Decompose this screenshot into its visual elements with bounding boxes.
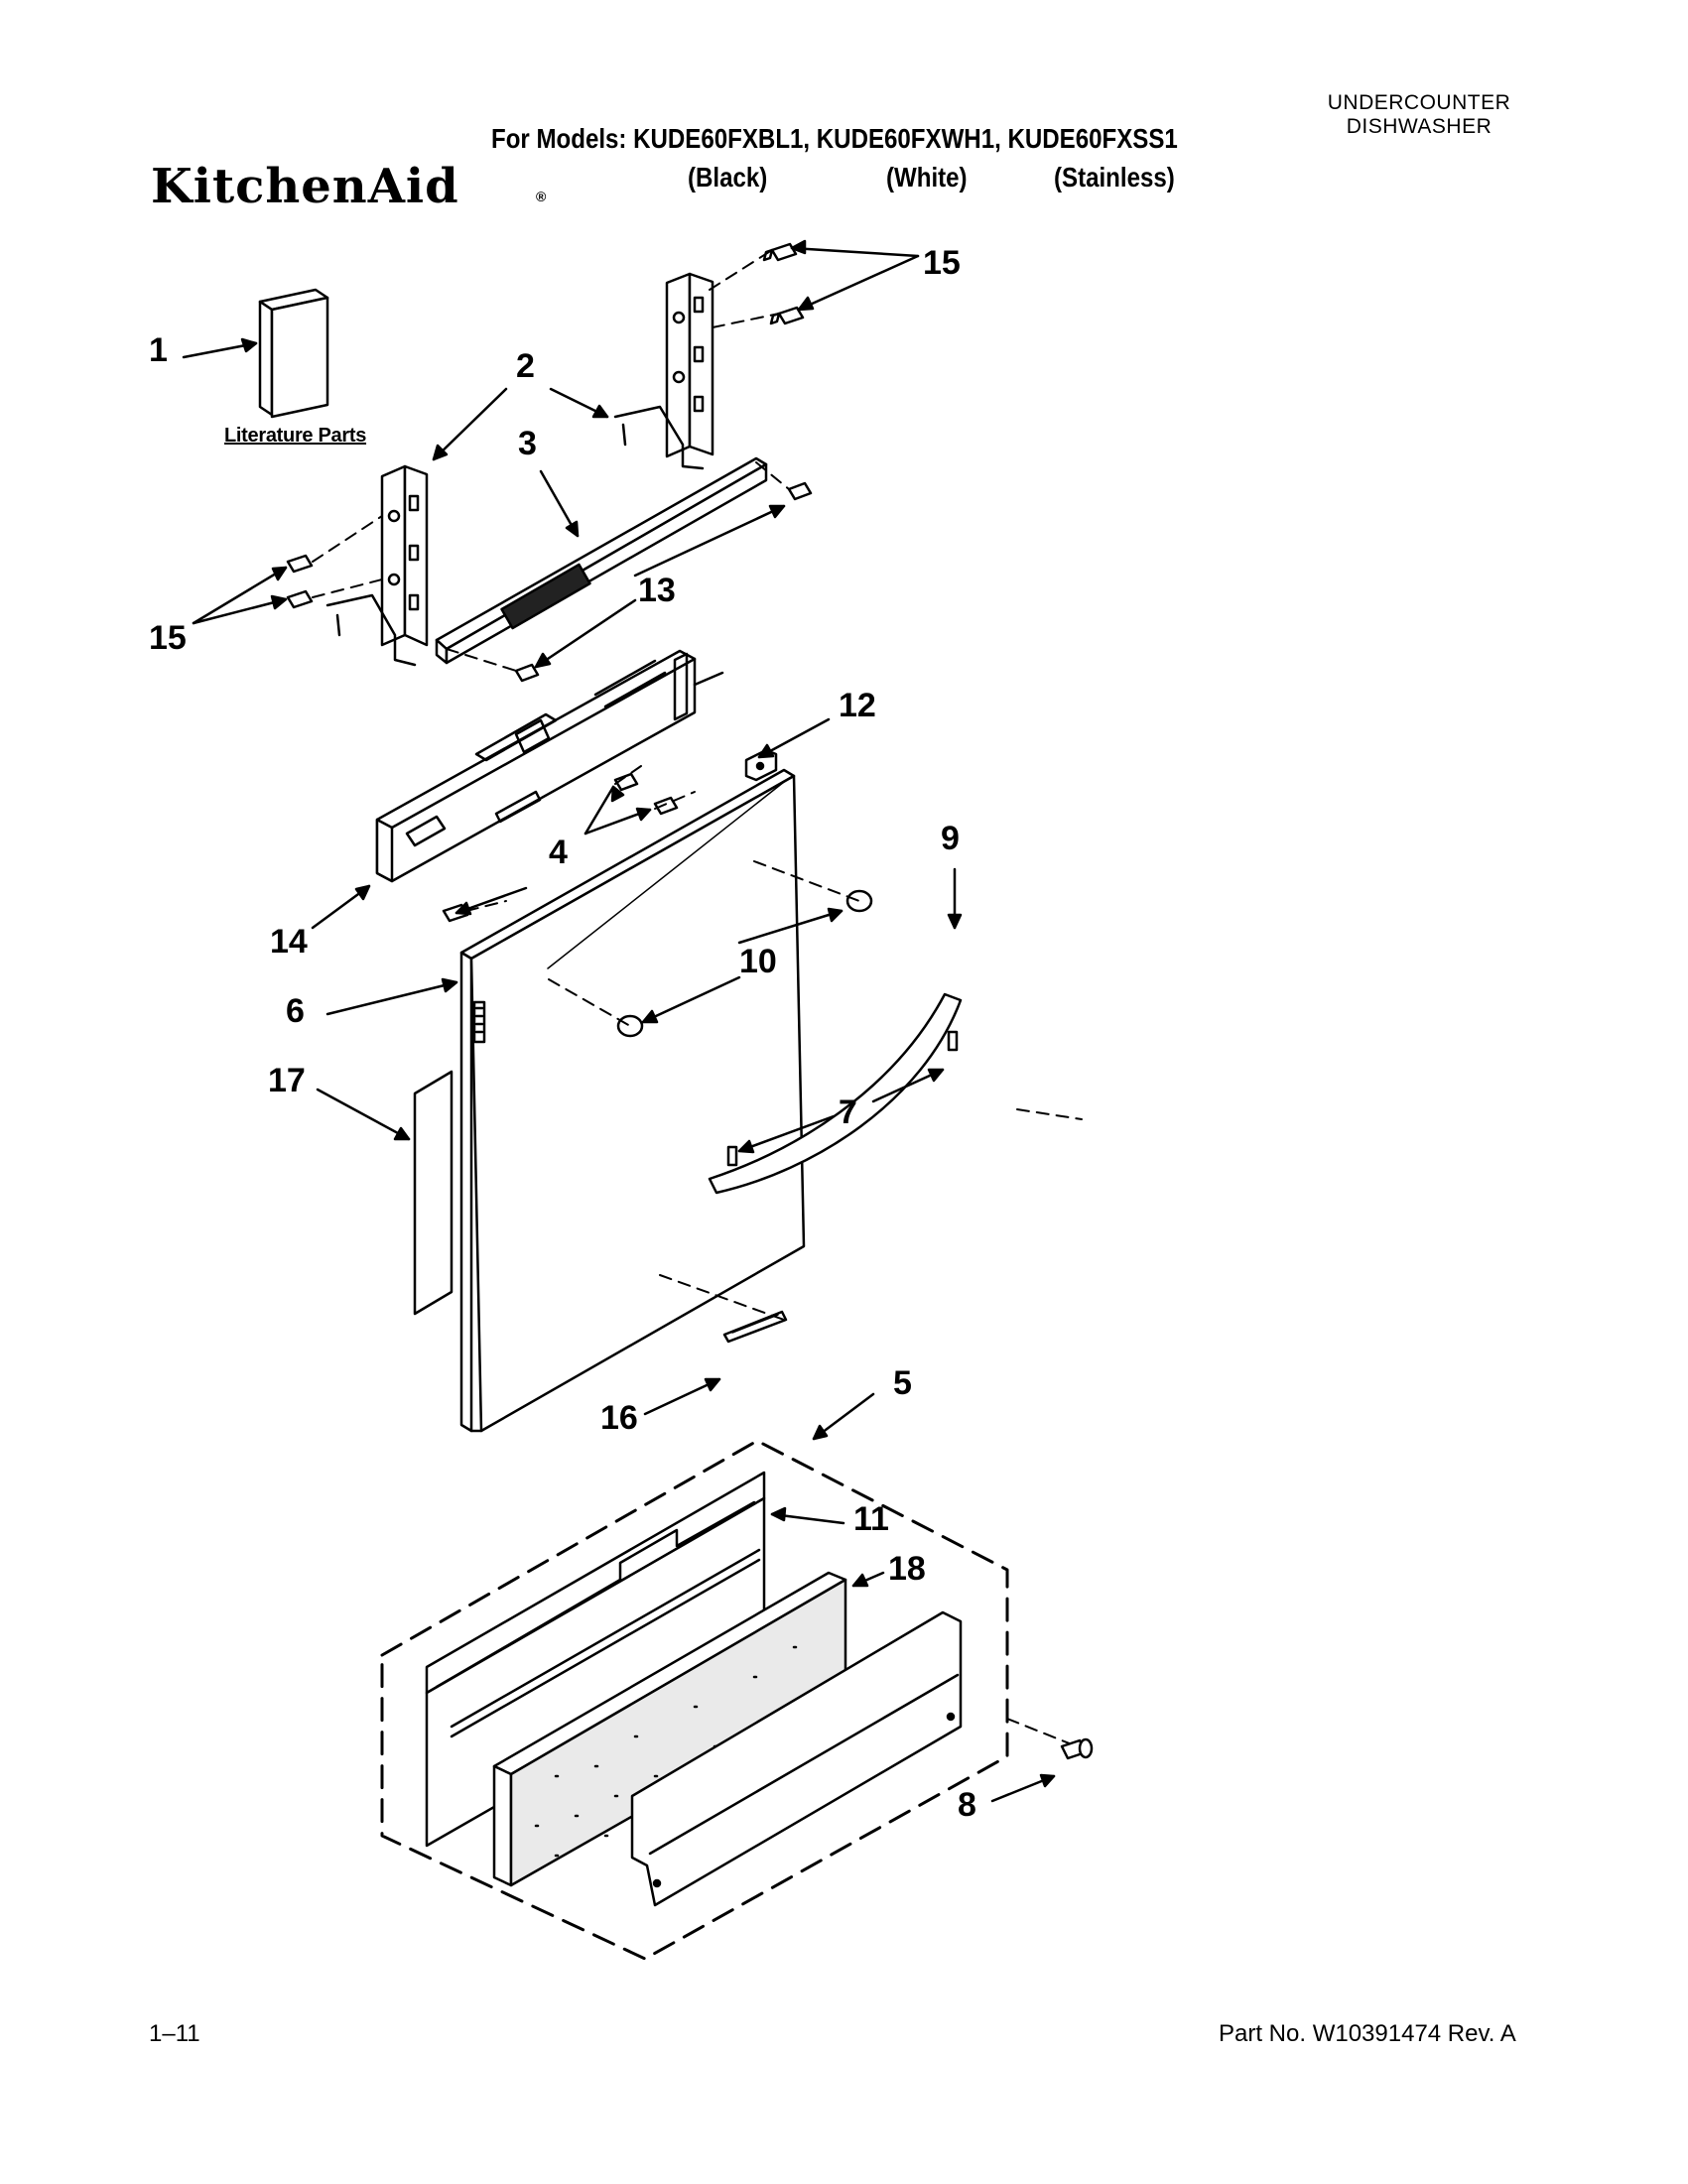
appliance-category: UNDERCOUNTER DISHWASHER bbox=[1290, 91, 1548, 139]
literature-parts-label: Literature Parts bbox=[224, 425, 367, 447]
page-number: 1–11 bbox=[149, 2020, 200, 2047]
callout-15-left: 15 bbox=[149, 619, 187, 657]
dashed-guides bbox=[312, 249, 1083, 1747]
callout-8: 8 bbox=[958, 1786, 976, 1824]
callout-14: 14 bbox=[270, 923, 308, 961]
callout-6: 6 bbox=[286, 992, 305, 1030]
mounting-bracket-left bbox=[325, 464, 429, 667]
color-white: (White) bbox=[886, 162, 968, 193]
toe-plate bbox=[630, 1610, 963, 1907]
category-line-1: UNDERCOUNTER bbox=[1327, 91, 1511, 114]
callout-16: 16 bbox=[600, 1399, 638, 1437]
callout-17: 17 bbox=[268, 1062, 306, 1099]
color-black: (Black) bbox=[688, 162, 768, 193]
category-line-2: DISHWASHER bbox=[1346, 115, 1493, 138]
callout-4: 4 bbox=[549, 834, 568, 871]
callout-1: 1 bbox=[149, 331, 168, 369]
callout-arrows bbox=[182, 239, 1056, 1803]
door-handle bbox=[708, 992, 963, 1195]
top-trim-panel bbox=[435, 456, 768, 665]
callout-10: 10 bbox=[739, 943, 777, 980]
kickplate-kit-outline bbox=[380, 1439, 1009, 1961]
handle-pins bbox=[726, 1030, 959, 1167]
part-number: Part No. W10391474 Rev. A bbox=[1219, 2020, 1516, 2047]
brand-logo: KitchenAid bbox=[151, 159, 459, 214]
screw-set bbox=[286, 242, 813, 683]
mounting-bracket-right bbox=[613, 272, 714, 470]
callout-15-top: 15 bbox=[923, 244, 961, 282]
brand-registered-mark: ® bbox=[536, 189, 547, 204]
literature-booklet bbox=[258, 288, 329, 419]
door-screws bbox=[442, 772, 679, 923]
callout-18: 18 bbox=[888, 1550, 926, 1588]
callout-11: 11 bbox=[853, 1500, 889, 1538]
callout-7: 7 bbox=[839, 1093, 857, 1131]
color-stainless: (Stainless) bbox=[1054, 162, 1175, 193]
callout-9: 9 bbox=[941, 820, 960, 857]
callout-2: 2 bbox=[516, 347, 535, 385]
nameplate bbox=[722, 1310, 788, 1344]
side-gasket bbox=[413, 1070, 454, 1316]
door-panel bbox=[459, 768, 806, 1433]
toe-plate-screw bbox=[1060, 1737, 1094, 1760]
callout-12: 12 bbox=[839, 687, 876, 724]
callout-3: 3 bbox=[518, 425, 537, 462]
control-assembly bbox=[375, 649, 724, 883]
callout-13: 13 bbox=[638, 572, 676, 609]
callout-5: 5 bbox=[893, 1364, 912, 1402]
handle-mounts bbox=[616, 889, 873, 1038]
models-line: For Models: KUDE60FXBL1, KUDE60FXWH1, KU… bbox=[491, 123, 1178, 154]
